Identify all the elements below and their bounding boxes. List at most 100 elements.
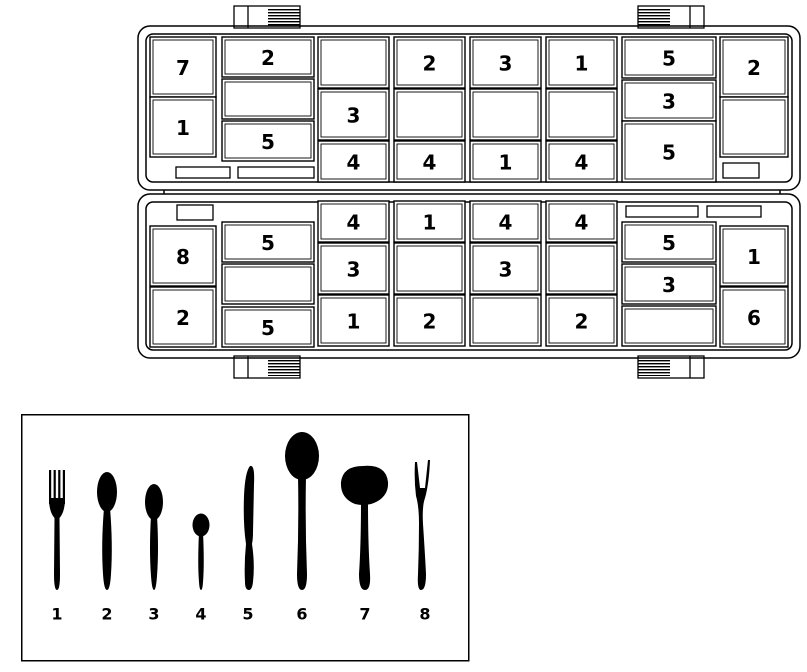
legend-number-4: 4 <box>195 605 206 624</box>
compartment <box>221 263 315 305</box>
cutlery-legend: 1 2 3 4 5 6 7 8 <box>21 414 470 662</box>
basket-top-half-frame <box>137 25 801 191</box>
top-small-slots <box>175 162 760 179</box>
teaspoon-icon <box>192 513 210 590</box>
compartment: 5 <box>221 306 315 348</box>
compartment-number: 4 <box>423 151 437 175</box>
compartment: 8 <box>149 225 217 287</box>
compartment-number: 3 <box>347 104 361 128</box>
bottom-small-slots <box>176 204 762 221</box>
legend-number-8: 8 <box>419 605 430 624</box>
compartment: 1 <box>149 96 217 158</box>
compartment: 2 <box>719 36 789 98</box>
compartment: 5 <box>221 120 315 162</box>
compartment-number: 3 <box>499 52 513 76</box>
compartment-number: 4 <box>575 151 589 175</box>
compartment: 1 <box>545 36 618 89</box>
compartment: 4 <box>545 200 618 243</box>
spoon-icon <box>97 472 117 590</box>
compartment-number: 4 <box>347 211 361 235</box>
compartment-number: 1 <box>499 151 513 175</box>
compartment-number: 4 <box>575 211 589 235</box>
compartment-number: 3 <box>662 90 676 114</box>
compartment-number: 5 <box>261 130 275 154</box>
compartment: 4 <box>317 140 390 183</box>
compartment <box>719 96 789 158</box>
compartment: 3 <box>469 242 542 295</box>
compartment: 2 <box>221 36 315 78</box>
compartment-number: 1 <box>747 245 761 269</box>
compartment: 2 <box>149 286 217 348</box>
compartment: 4 <box>317 200 390 243</box>
legend-number-3: 3 <box>148 605 159 624</box>
compartment: 3 <box>621 79 717 122</box>
compartment-number: 5 <box>261 231 275 255</box>
compartment <box>545 242 618 295</box>
hinge-bottom-right <box>637 355 705 379</box>
serving-fork-icon <box>414 460 430 590</box>
knife-icon <box>243 465 255 590</box>
basket-hinge-join <box>163 190 781 194</box>
compartment: 1 <box>317 294 390 347</box>
compartment: 5 <box>621 221 717 263</box>
compartment-number: 2 <box>423 52 437 76</box>
hinge-top-left <box>233 5 301 29</box>
compartment-number: 1 <box>423 211 437 235</box>
compartment <box>317 36 390 89</box>
legend-number-5: 5 <box>242 605 253 624</box>
compartment-number: 3 <box>499 258 513 282</box>
compartment <box>393 242 466 295</box>
compartment <box>545 88 618 141</box>
compartment-number: 7 <box>176 56 190 80</box>
compartment-number: 5 <box>662 141 676 165</box>
compartment <box>221 78 315 120</box>
basket-bottom-half-frame <box>137 193 801 359</box>
compartment-number: 2 <box>261 46 275 70</box>
compartment <box>469 294 542 347</box>
compartment: 5 <box>621 120 717 183</box>
compartment: 2 <box>545 294 618 347</box>
compartment-number: 3 <box>662 273 676 297</box>
hinge-bottom-left <box>233 355 301 379</box>
compartment-number: 2 <box>176 306 190 330</box>
compartment-number: 4 <box>499 211 513 235</box>
compartment-number: 2 <box>423 310 437 334</box>
legend-number-2: 2 <box>101 605 112 624</box>
compartment: 3 <box>469 36 542 89</box>
compartment-number: 2 <box>575 310 589 334</box>
compartment <box>621 305 717 347</box>
compartment: 1 <box>719 225 789 287</box>
compartment-number: 1 <box>176 116 190 140</box>
compartment: 4 <box>545 140 618 183</box>
cutlery-basket-diagram: 7 1 2 5 2 3 1 3 4 4 1 4 5 3 5 2 8 2 5 5 4 1 4 4 3 3 1 2 2 5 3 1 6 <box>137 5 801 379</box>
compartment-number: 5 <box>662 47 676 71</box>
legend-number-6: 6 <box>296 605 307 624</box>
compartment: 5 <box>221 221 315 263</box>
compartment: 5 <box>621 36 717 79</box>
compartment: 7 <box>149 36 217 98</box>
compartment-number: 5 <box>261 316 275 340</box>
compartment-number: 1 <box>347 310 361 334</box>
compartment: 4 <box>393 140 466 183</box>
compartment: 1 <box>469 140 542 183</box>
compartment-number: 4 <box>347 151 361 175</box>
compartment <box>469 88 542 141</box>
dessert-spoon-icon <box>145 484 163 590</box>
compartment: 6 <box>719 286 789 348</box>
compartment-number: 6 <box>747 306 761 330</box>
compartment: 1 <box>393 200 466 243</box>
fork-icon <box>49 470 65 590</box>
legend-number-7: 7 <box>359 605 370 624</box>
compartment: 4 <box>469 200 542 243</box>
compartment: 3 <box>317 242 390 295</box>
compartment: 3 <box>621 263 717 305</box>
legend-number-1: 1 <box>51 605 62 624</box>
compartment-number: 5 <box>662 231 676 255</box>
compartment <box>393 88 466 141</box>
compartment-number: 3 <box>347 258 361 282</box>
ladle-icon <box>285 432 319 590</box>
compartment: 2 <box>393 294 466 347</box>
compartment: 2 <box>393 36 466 89</box>
hinge-top-right <box>637 5 705 29</box>
compartment: 3 <box>317 88 390 141</box>
